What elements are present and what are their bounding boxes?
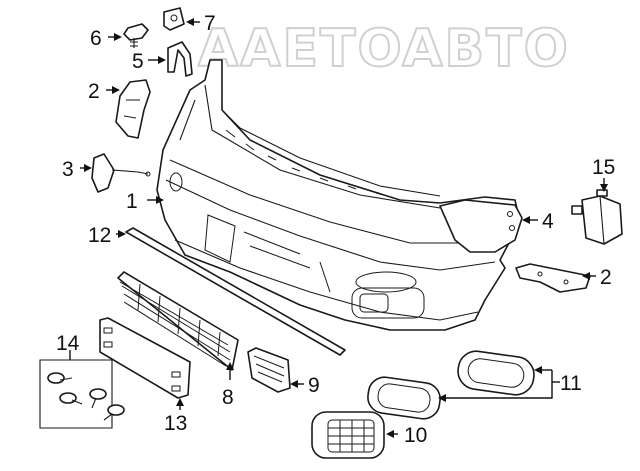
upper-absorber (439, 199, 523, 253)
license-bracket (99, 317, 191, 399)
callout-15: 15 (592, 156, 615, 179)
screw-d (103, 404, 125, 421)
lower-grille (117, 271, 239, 371)
bracket-clip (167, 41, 193, 77)
callout-10: 10 (404, 424, 427, 447)
callout-5: 5 (132, 50, 144, 73)
callout-9: 9 (308, 374, 320, 397)
watermark-logo: AAETOABTO (198, 19, 570, 79)
lamp-insert (247, 347, 291, 393)
sensor-module (571, 189, 623, 245)
bumper-cover (156, 59, 521, 331)
clip-nut (163, 7, 185, 31)
callout-6: 6 (90, 27, 102, 50)
callout-14: 14 (56, 332, 80, 355)
bezel-lower (367, 376, 441, 420)
screw-b (59, 392, 83, 405)
callout-labels: 1 2 2 3 4 5 6 7 8 9 10 11 12 13 14 15 (56, 12, 615, 447)
callout-7: 7 (204, 12, 216, 35)
callout-2-lower: 2 (600, 266, 612, 289)
callout-2-upper: 2 (88, 80, 100, 103)
side-bracket-right (515, 263, 591, 293)
callout-3: 3 (62, 158, 74, 181)
callout-4: 4 (542, 210, 554, 233)
fog-lamp-grille (311, 411, 385, 459)
side-bracket-left (115, 79, 151, 139)
callout-13: 13 (164, 412, 187, 435)
screw-c (89, 388, 107, 409)
screw-set (39, 359, 125, 429)
screw-a (47, 372, 73, 384)
bolt (123, 23, 149, 48)
trim-strip (125, 227, 346, 356)
callout-1: 1 (126, 190, 138, 213)
leader-lines (69, 18, 608, 438)
side-retainer (91, 153, 151, 193)
bezel-upper (457, 350, 535, 396)
callout-8: 8 (222, 386, 234, 409)
callout-12: 12 (88, 224, 111, 247)
callout-11: 11 (560, 372, 582, 395)
